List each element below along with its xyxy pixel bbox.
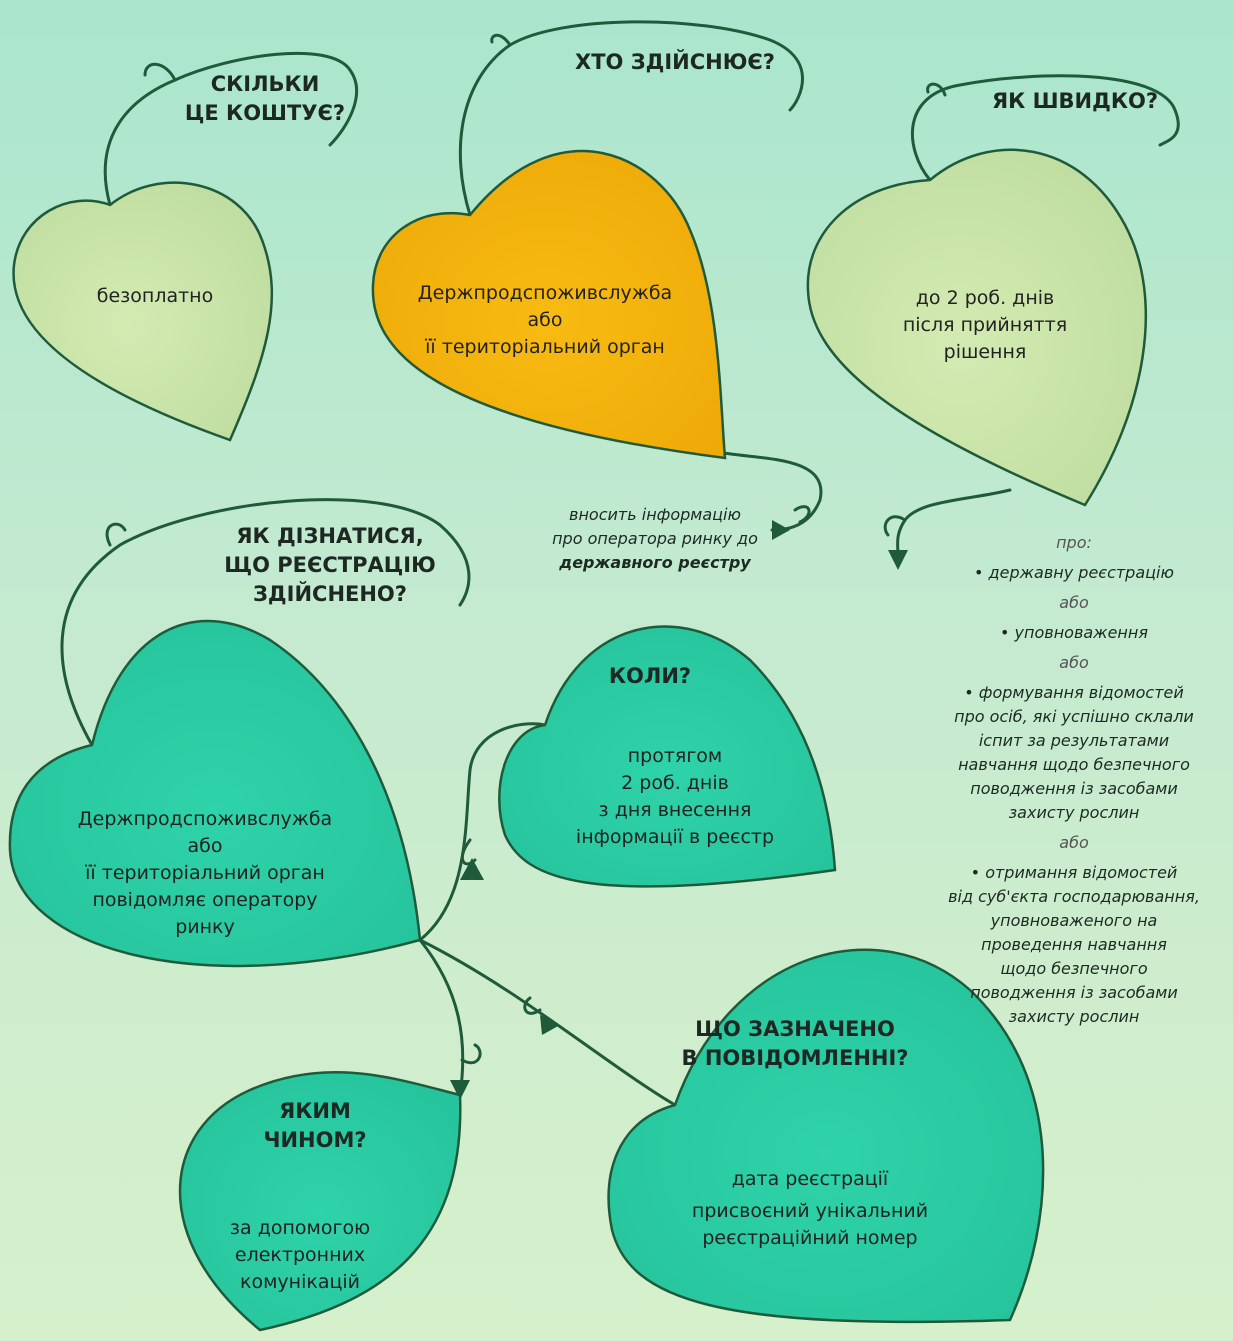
about-or-3: або [1059,833,1089,852]
leaf-cost [12,181,274,442]
about-item-4-line: уповноваженого на [990,911,1158,930]
who-note: вносить інформацію про оператора ринку д… [520,503,790,575]
who-note-line-1: вносить інформацію [569,505,741,524]
what-answer-number-line-1: присвоєний унікальний [691,1200,929,1222]
learn-answer: Держпродспоживслужба або її територіальн… [30,806,380,941]
vine-speed-arrow [896,488,1012,557]
who-note-line-2: про оператора ринку до [552,529,758,548]
who-answer: Держпродспоживслужба або її територіальн… [385,280,705,361]
who-question: ХТО ЗДІЙСНЮЄ? [575,50,775,74]
speed-answer: до 2 роб. днів після прийняття рішення [880,285,1090,366]
vine-cost [103,51,358,207]
about-item-4-line: • отримання відомостей [970,863,1178,882]
cost-question-line-2: ЦЕ КОШТУЄ? [184,101,346,125]
about-item-3-line: про осіб, які успішно склали [954,707,1194,726]
how-answer-line-1: за допомогою [229,1217,371,1239]
what-question-line-2: В ПОВІДОМЛЕННІ? [681,1046,909,1070]
about-item-3-line: • формування відомостей [964,683,1184,702]
about-or-1: або [1059,593,1089,612]
vine-who [458,20,804,217]
about-item-4-line: від суб'єкта господарювання, [948,887,1200,906]
about-item-4: • отримання відомостей від суб'єкта госп… [915,861,1233,1029]
cost-answer: безоплатно [96,285,214,307]
about-item-3-line: поводження із засобами [970,779,1178,798]
about-list: про: • державну реєстрацію або • уповнов… [915,531,1233,1029]
who-answer-line-1: Держпродспоживслужба [417,282,673,304]
about-item-2: • уповноваження [1000,623,1148,642]
leaf-what [607,948,1045,1324]
leaf-who [371,149,727,460]
how-question-line-1: ЯКИМ [279,1099,351,1123]
learn-answer-line-4: повідомляє оператору [92,889,318,911]
cost-question-line-1: СКІЛЬКИ [210,72,320,96]
how-answer-line-3: комунікацій [239,1271,361,1293]
who-note-registry: державного реєстру [559,553,751,572]
vine-learn [60,498,471,747]
who-answer-line-3: її територіальний орган [425,336,665,358]
about-or-2: або [1059,653,1089,672]
how-question-line-2: ЧИНОМ? [263,1128,367,1152]
learn-question-line-1: ЯК ДІЗНАТИСЯ, [236,524,424,548]
learn-question-line-2: ЩО РЕЄСТРАЦІЮ [224,553,436,577]
learn-answer-line-1: Держпродспоживслужба [77,808,333,830]
learn-answer-line-2: або [187,835,223,857]
about-item-1: • державну реєстрацію [974,563,1174,582]
about-item-4-line: поводження із засобами [970,983,1178,1002]
speed-answer-line-1: до 2 роб. днів [915,287,1055,309]
vine-stem-when [418,722,547,942]
when-answer-line-3: з дня внесення [598,799,752,821]
cost-question: СКІЛЬКИ ЦЕ КОШТУЄ? [165,70,365,128]
vine-stem-how [418,938,465,1097]
what-answer-number-line-2: реєстраційний номер [702,1227,918,1249]
about-item-4-line: щодо безпечного [1000,959,1148,978]
speed-question: ЯК ШВИДКО? [991,89,1159,113]
when-answer-line-4: інформації в реєстр [575,826,775,848]
when-answer-line-1: протягом [627,745,723,767]
speed-answer-line-3: рішення [943,341,1027,363]
who-answer-line-2: або [527,309,563,331]
when-question: КОЛИ? [608,664,692,688]
how-answer-line-2: електронних [234,1244,366,1266]
about-item-3-line: іспит за результатами [978,731,1170,750]
leaf-speed [806,148,1147,507]
about-intro: про: [1056,533,1092,552]
learn-question: ЯК ДІЗНАТИСЯ, ЩО РЕЄСТРАЦІЮ ЗДІЙСНЕНО? [195,522,465,609]
what-answer-date: дата реєстрації [731,1168,889,1190]
leaf-when [498,625,837,888]
when-answer-line-2: 2 роб. днів [621,772,729,794]
what-question: ЩО ЗАЗНАЧЕНО В ПОВІДОМЛЕННІ? [665,1015,925,1073]
about-item-3: • формування відомостей про осіб, які ус… [915,681,1233,825]
what-question-line-1: ЩО ЗАЗНАЧЕНО [695,1017,895,1041]
how-answer: за допомогою електронних комунікацій [190,1215,410,1296]
learn-question-line-3: ЗДІЙСНЕНО? [253,582,407,606]
leaf-how [178,1071,462,1332]
vine-who-arrow [716,450,823,532]
how-question: ЯКИМ ЧИНОМ? [240,1097,390,1155]
speed-answer-line-2: після прийняття [902,314,1068,336]
leaf-learn [8,619,422,968]
when-answer: протягом 2 роб. днів з дня внесення інфо… [545,743,805,851]
about-item-3-line: захисту рослин [1008,803,1140,822]
about-item-4-line: захисту рослин [1008,1007,1140,1026]
learn-answer-line-3: її територіальний орган [85,862,325,884]
vine-speed [911,74,1180,182]
about-item-4-line: проведення навчання [981,935,1167,954]
what-answer-number: присвоєний унікальний реєстраційний номе… [655,1198,965,1252]
learn-answer-line-5: ринку [175,916,235,938]
about-item-3-line: навчання щодо безпечного [958,755,1190,774]
